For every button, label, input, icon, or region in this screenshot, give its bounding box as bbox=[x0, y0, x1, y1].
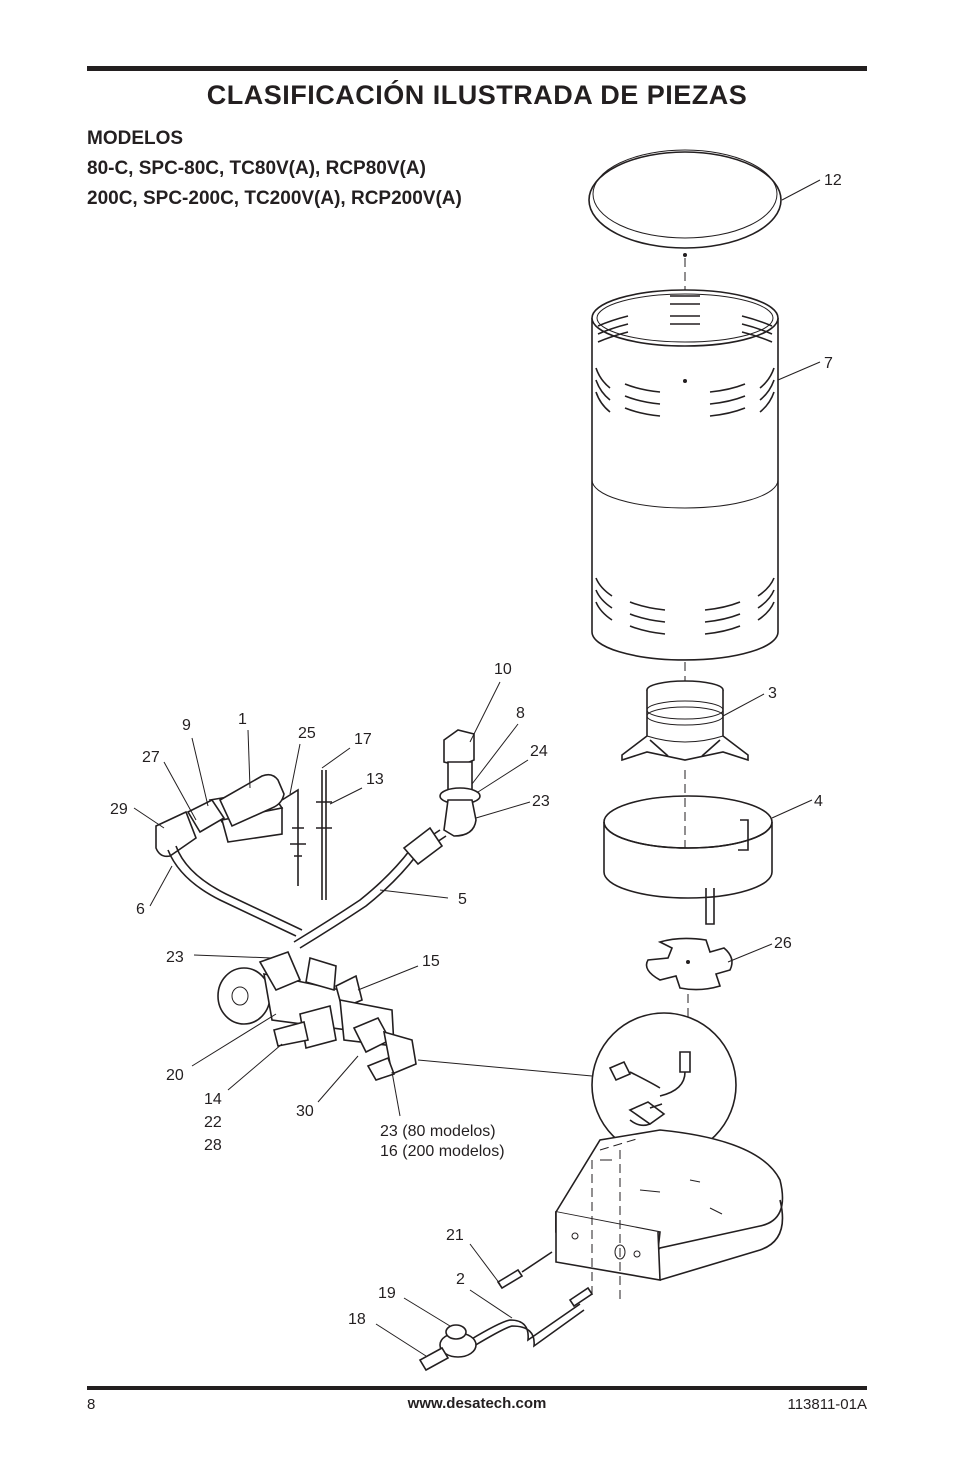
callout-12: 12 bbox=[824, 172, 842, 189]
leader-lines bbox=[133, 179, 821, 1357]
callout-1: 1 bbox=[238, 711, 247, 728]
callout-28: 28 bbox=[204, 1137, 222, 1154]
callout-10: 10 bbox=[494, 661, 512, 678]
callout-15: 15 bbox=[422, 953, 440, 970]
callout-9: 9 bbox=[182, 717, 191, 734]
callout-17: 17 bbox=[354, 731, 372, 748]
callout-4: 4 bbox=[814, 793, 823, 810]
callout-26: 26 bbox=[774, 935, 792, 952]
cylinder-shield-part bbox=[591, 289, 779, 661]
igniter-part bbox=[496, 1251, 553, 1290]
tube-assembly-part bbox=[418, 1286, 594, 1372]
callout-13: 13 bbox=[366, 771, 384, 788]
plate-part bbox=[645, 937, 733, 991]
callout-2: 2 bbox=[456, 1271, 465, 1288]
callout-23-upper: 23 bbox=[532, 793, 550, 810]
callout-7: 7 bbox=[824, 355, 833, 372]
models-line-1: 80-C, SPC-80C, TC80V(A), RCP80V(A) bbox=[87, 158, 426, 179]
pilot-assembly-part bbox=[155, 770, 332, 900]
callout-22: 22 bbox=[204, 1114, 222, 1131]
callout-6: 6 bbox=[136, 901, 145, 918]
callout-5: 5 bbox=[458, 891, 467, 908]
valve-fitting-part bbox=[439, 729, 481, 837]
callout-27: 27 bbox=[142, 749, 160, 766]
bottom-rule bbox=[87, 1386, 867, 1390]
callout-25: 25 bbox=[298, 725, 316, 742]
models-label: MODELOS bbox=[87, 128, 184, 149]
top-cap-part bbox=[588, 149, 782, 257]
callout-23-lower: 23 bbox=[166, 949, 184, 966]
callout-20: 20 bbox=[166, 1067, 184, 1084]
page-number: 8 bbox=[87, 1396, 96, 1413]
top-rule bbox=[87, 66, 867, 71]
page-title: CLASIFICACIÓN ILUSTRADA DE PIEZAS bbox=[206, 80, 748, 110]
models-line-2: 200C, SPC-200C, TC200V(A), RCP200V(A) bbox=[87, 188, 462, 209]
callout-23-80-models: 23 (80 modelos) bbox=[380, 1123, 496, 1140]
callout-3: 3 bbox=[768, 685, 777, 702]
base-band-part bbox=[603, 795, 773, 925]
callout-19: 19 bbox=[378, 1285, 396, 1302]
callout-24: 24 bbox=[530, 743, 548, 760]
callout-16-200-models: 16 (200 modelos) bbox=[380, 1143, 505, 1160]
callout-30: 30 bbox=[296, 1103, 314, 1120]
callout-14: 14 bbox=[204, 1091, 222, 1108]
tube-manifold-part bbox=[167, 826, 447, 1081]
models-block: MODELOS 80-C, SPC-80C, TC80V(A), RCP80V(… bbox=[87, 124, 462, 214]
burner-ring-part bbox=[621, 680, 749, 762]
website-link[interactable]: www.desatech.com bbox=[407, 1395, 547, 1412]
callout-21: 21 bbox=[446, 1227, 464, 1244]
document-code: 113811-01A bbox=[787, 1396, 867, 1413]
callout-29: 29 bbox=[110, 801, 128, 818]
callout-18: 18 bbox=[348, 1311, 366, 1328]
base-housing-part bbox=[555, 1129, 784, 1300]
callout-8: 8 bbox=[516, 705, 525, 722]
